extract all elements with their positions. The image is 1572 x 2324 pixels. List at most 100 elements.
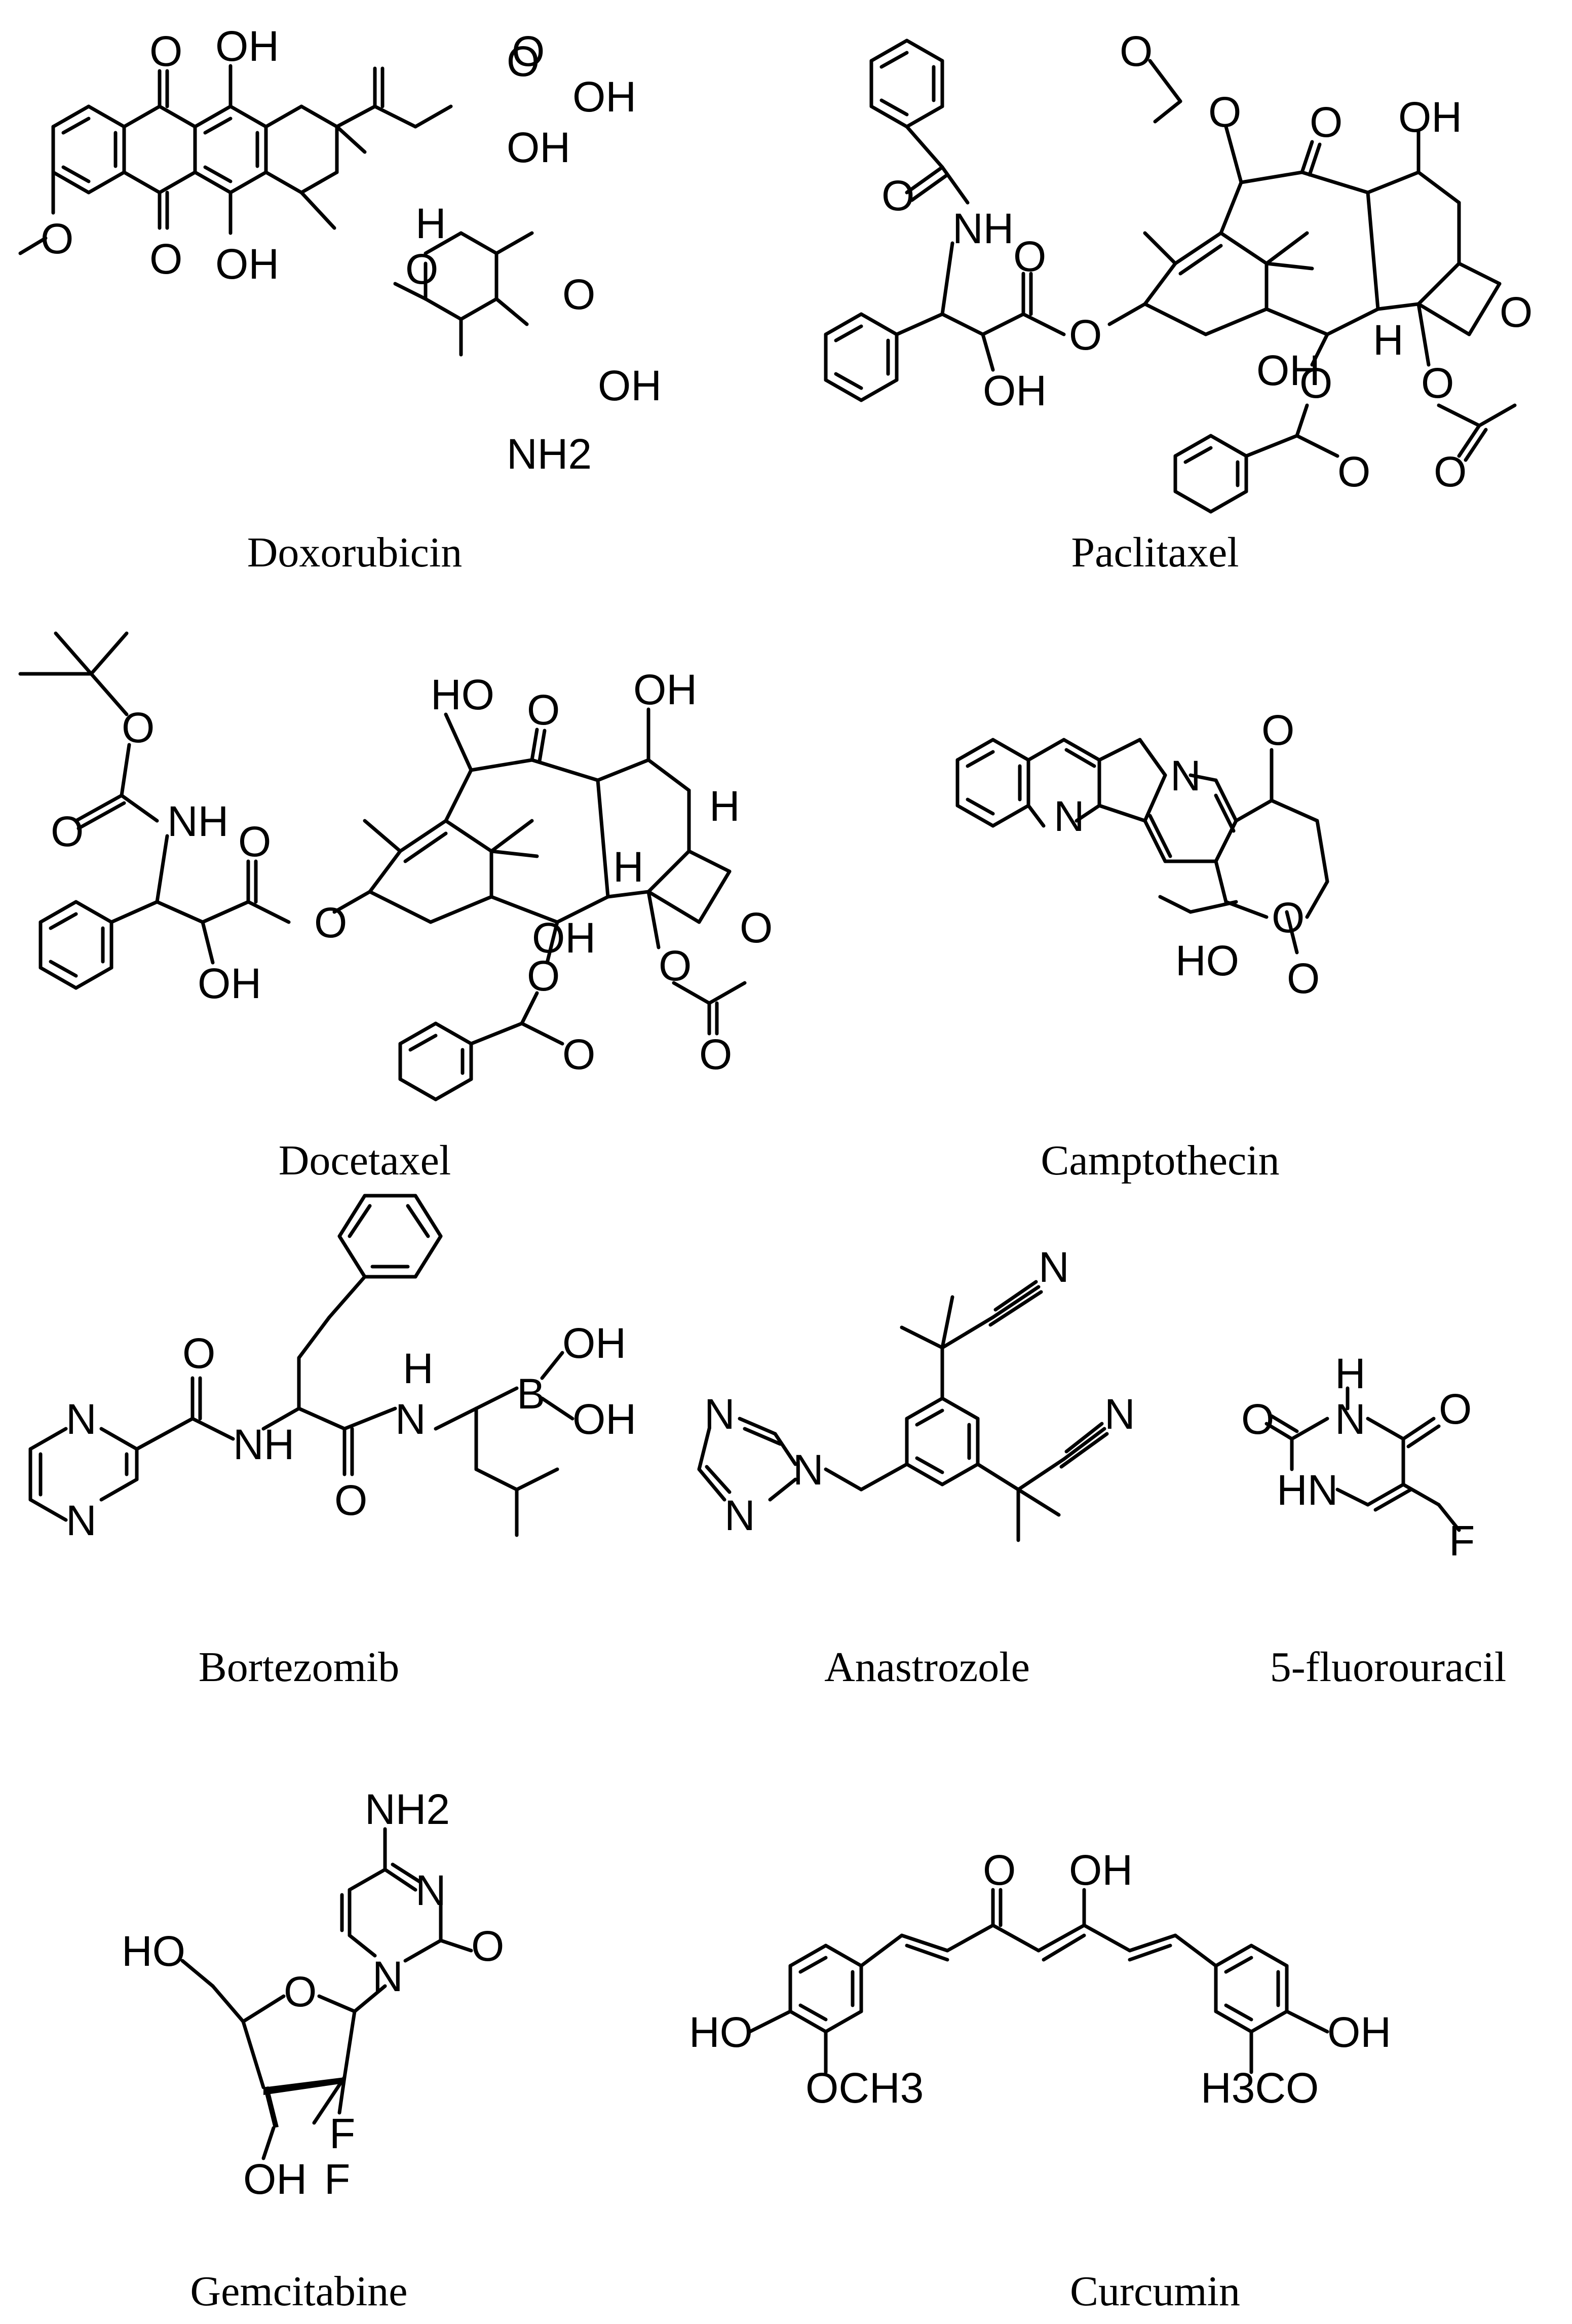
- doxorubicin-structure: O OH O OH OH O O OH O O H O OH NH2: [18, 22, 662, 478]
- paclitaxel-atom-label: O: [1013, 233, 1046, 280]
- doxorubicin-atom-label: NH2: [507, 430, 592, 478]
- docetaxel-atom-label: H: [613, 843, 644, 891]
- gemcitabine-atom-label: F: [329, 2110, 355, 2157]
- fluorouracil-atom-label: H: [1335, 1350, 1366, 1397]
- curcumin-caption: Curcumin: [1070, 2268, 1240, 2315]
- camptothecin-atom-label: O: [1272, 894, 1305, 941]
- camptothecin-atom-label: HO: [1175, 937, 1239, 984]
- bortezomib-atom-label: N: [395, 1395, 426, 1443]
- paclitaxel-atom-label: O: [1208, 88, 1241, 136]
- docetaxel-structure: O O NH HO O OH O O OH OH O O O H H O O: [18, 631, 773, 1101]
- gemcitabine-atom-label: O: [284, 1968, 317, 2015]
- bortezomib-atom-label: O: [182, 1329, 215, 1377]
- doxorubicin-atom-label: OH: [507, 124, 570, 171]
- paclitaxel-atom-label: H: [1373, 316, 1404, 364]
- gemcitabine-atom-label: HO: [122, 1927, 185, 1975]
- paclitaxel-atom-label: O: [1421, 359, 1454, 407]
- doxorubicin-atom-label: O: [149, 27, 182, 75]
- doxorubicin-atom-label: OH: [215, 240, 279, 288]
- fluorouracil-atom-label: N: [1335, 1395, 1366, 1443]
- docetaxel-atom-label: O: [238, 818, 271, 865]
- paclitaxel-atom-label: O: [1299, 359, 1332, 407]
- bortezomib-caption: Bortezomib: [199, 1644, 400, 1691]
- doxorubicin-atom-label: O: [562, 271, 595, 318]
- camptothecin-atom-label: N: [1054, 792, 1085, 840]
- fluorouracil-atom-label: F: [1449, 1517, 1475, 1565]
- docetaxel-atom-label: O: [740, 904, 773, 951]
- camptothecin-atom-label: O: [1261, 706, 1294, 754]
- camptothecin-caption: Camptothecin: [1041, 1137, 1279, 1184]
- bortezomib-atom-label: B: [517, 1370, 545, 1418]
- gemcitabine-structure: NH2 N O N HO O F OH F: [122, 1785, 504, 2203]
- docetaxel-atom-label: OH: [198, 960, 261, 1007]
- fluorouracil-atom-label: HN: [1277, 1466, 1338, 1514]
- fluorouracil-atom-label: O: [1439, 1385, 1472, 1433]
- fluorouracil-structure: H N O O HN F: [1241, 1350, 1475, 1565]
- paclitaxel-atom-label: OH: [983, 367, 1047, 414]
- paclitaxel-atom-label: O: [1337, 448, 1370, 496]
- camptothecin-structure: N O N O O HO: [955, 706, 1329, 1002]
- anastrozole-atom-label: N: [704, 1390, 735, 1438]
- docetaxel-atom-label: HO: [431, 671, 494, 718]
- gemcitabine-atom-label: NH2: [365, 1785, 450, 1833]
- doxorubicin-atom-label: O: [41, 215, 73, 262]
- gemcitabine-atom-label: N: [372, 1953, 403, 2000]
- anastrozole-atom-label: N: [793, 1446, 824, 1494]
- paclitaxel-atom-label: O: [881, 172, 914, 219]
- docetaxel-atom-label: O: [699, 1031, 732, 1078]
- bortezomib-atom-label: N: [66, 1395, 97, 1443]
- paclitaxel-atom-label: O: [1434, 448, 1467, 496]
- doxorubicin-caption: Doxorubicin: [247, 529, 463, 576]
- docetaxel-atom-label: O: [51, 808, 84, 855]
- docetaxel-atom-label: O: [562, 1031, 595, 1078]
- docetaxel-atom-label: O: [659, 942, 692, 989]
- curcumin-atom-label: OCH3: [806, 2064, 924, 2112]
- paclitaxel-atom-label: O: [1120, 27, 1153, 75]
- anastrozole-atom-label: N: [724, 1492, 755, 1539]
- paclitaxel-atom-label: OH: [1256, 347, 1320, 394]
- anastrozole-structure: N N N N N: [697, 1243, 1135, 1542]
- docetaxel-atom-label: O: [122, 704, 155, 751]
- bortezomib-atom-label: N: [66, 1497, 97, 1544]
- doxorubicin-atom-label: O: [149, 235, 182, 283]
- curcumin-atom-label: H3CO: [1201, 2064, 1319, 2112]
- paclitaxel-structure: O O O OH NH O O O OH OH H O O O O O: [824, 27, 1532, 514]
- docetaxel-atom-label: OH: [532, 914, 596, 962]
- curcumin-structure: O OH HO OCH3 OH H3CO: [689, 1846, 1391, 2112]
- bortezomib-structure: N N O NH O H N B OH OH: [28, 1194, 636, 1544]
- fluorouracil-caption: 5-fluorouracil: [1270, 1644, 1506, 1691]
- doxorubicin-atom-label: O: [512, 27, 545, 75]
- doxorubicin-atom-label: OH: [215, 22, 279, 70]
- camptothecin-atom-label: N: [1170, 752, 1201, 799]
- paclitaxel-caption: Paclitaxel: [1071, 529, 1239, 576]
- doxorubicin-atom-label: OH: [598, 362, 662, 409]
- bortezomib-atom-label: OH: [562, 1319, 626, 1367]
- bortezomib-atom-label: NH: [233, 1421, 294, 1468]
- curcumin-atom-label: O: [983, 1846, 1016, 1894]
- camptothecin-atom-label: O: [1287, 955, 1320, 1002]
- docetaxel-atom-label: O: [527, 952, 560, 1000]
- bortezomib-atom-label: OH: [572, 1395, 636, 1443]
- docetaxel-caption: Docetaxel: [279, 1137, 451, 1184]
- fluorouracil-atom-label: O: [1241, 1395, 1274, 1443]
- doxorubicin-atom-label: O: [405, 245, 438, 293]
- gemcitabine-atom-label: N: [415, 1866, 446, 1914]
- anastrozole-caption: Anastrozole: [824, 1644, 1030, 1691]
- gemcitabine-atom-label: OH: [243, 2155, 307, 2203]
- bortezomib-atom-label: H: [403, 1345, 434, 1392]
- doxorubicin-atom-label: O: [507, 37, 540, 85]
- doxorubicin-atom-label: H: [415, 200, 446, 247]
- docetaxel-atom-label: OH: [633, 666, 697, 713]
- doxorubicin-atom-label: OH: [572, 73, 636, 121]
- anastrozole-atom-label: N: [1039, 1243, 1069, 1291]
- gemcitabine-caption: Gemcitabine: [190, 2268, 407, 2315]
- paclitaxel-atom-label: NH: [952, 205, 1014, 252]
- curcumin-atom-label: OH: [1069, 1846, 1133, 1894]
- paclitaxel-atom-label: O: [1310, 98, 1343, 146]
- gemcitabine-atom-label: F: [324, 2155, 350, 2203]
- docetaxel-atom-label: O: [527, 686, 560, 734]
- docetaxel-atom-label: NH: [167, 797, 228, 845]
- docetaxel-atom-label: O: [314, 899, 347, 946]
